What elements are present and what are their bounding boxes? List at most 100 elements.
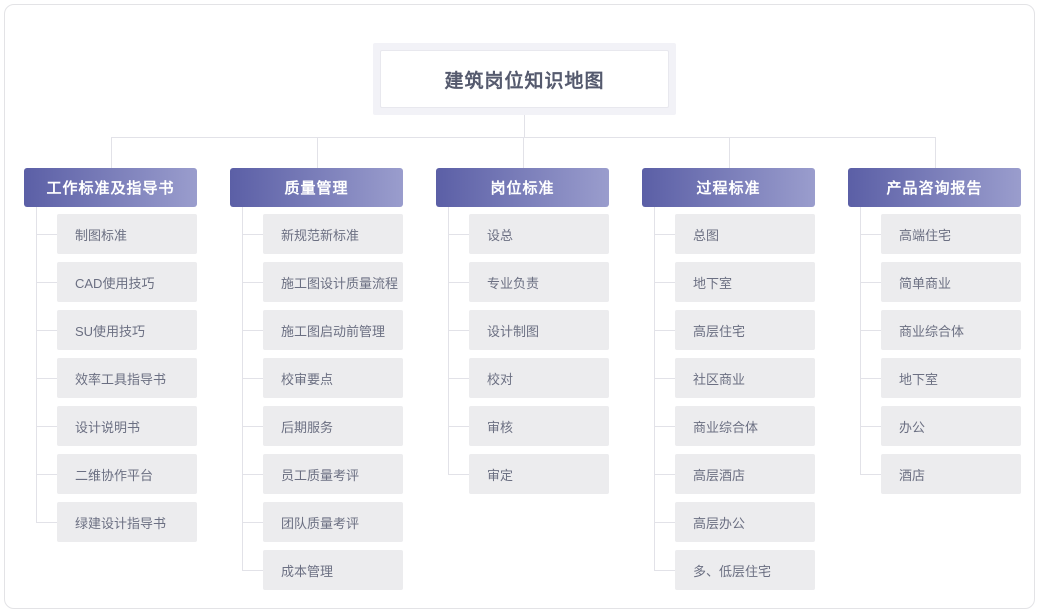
connector-branch-drop: [316, 137, 318, 168]
connector-leaf-stub: [654, 522, 675, 523]
connector-branch-drop: [110, 137, 112, 168]
branch-header-1[interactable]: 工作标准及指导书: [24, 168, 197, 207]
leaf-node-label: 设计制图: [487, 323, 540, 339]
leaf-node-label: 设总: [487, 227, 514, 243]
leaf-node[interactable]: CAD使用技巧: [57, 262, 197, 302]
connector-leaf-stub: [860, 282, 881, 283]
connector-leaf-stub: [242, 426, 263, 427]
leaf-node[interactable]: 酒店: [881, 454, 1021, 494]
leaf-node[interactable]: 效率工具指导书: [57, 358, 197, 398]
connector-leaf-stub: [448, 282, 469, 283]
leaf-node[interactable]: 审定: [469, 454, 609, 494]
leaf-node-label: CAD使用技巧: [75, 275, 155, 291]
connector-leaf-stub: [36, 426, 57, 427]
leaf-node[interactable]: 高层办公: [675, 502, 815, 542]
leaf-node[interactable]: 绿建设计指导书: [57, 502, 197, 542]
leaf-node-label: 高层住宅: [693, 323, 746, 339]
leaf-node[interactable]: 团队质量考评: [263, 502, 403, 542]
leaf-node[interactable]: 二维协作平台: [57, 454, 197, 494]
branch-header-2[interactable]: 质量管理: [230, 168, 403, 207]
connector-leaf-stub: [242, 474, 263, 475]
branch-header-label: 岗位标准: [490, 180, 555, 197]
connector-spine: [448, 207, 449, 474]
leaf-node[interactable]: SU使用技巧: [57, 310, 197, 350]
leaf-node[interactable]: 办公: [881, 406, 1021, 446]
leaf-node-label: 二维协作平台: [75, 467, 154, 483]
leaf-node[interactable]: 专业负责: [469, 262, 609, 302]
leaf-node-label: 总图: [693, 227, 720, 243]
leaf-node[interactable]: 商业综合体: [675, 406, 815, 446]
leaf-node[interactable]: 简单商业: [881, 262, 1021, 302]
leaf-node[interactable]: 制图标准: [57, 214, 197, 254]
leaf-node-label: 绿建设计指导书: [75, 515, 167, 531]
connector-leaf-stub: [448, 330, 469, 331]
leaf-node[interactable]: 成本管理: [263, 550, 403, 590]
leaf-node[interactable]: 地下室: [881, 358, 1021, 398]
leaf-node-label: 成本管理: [281, 563, 334, 579]
leaf-node-label: 地下室: [899, 371, 939, 387]
leaf-node-label: 校对: [487, 371, 514, 387]
leaf-node-label: 审核: [487, 419, 514, 435]
leaf-node-label: 审定: [487, 467, 514, 483]
leaf-node-label: SU使用技巧: [75, 323, 146, 339]
connector-leaf-stub: [654, 282, 675, 283]
leaf-node-label: 团队质量考评: [281, 515, 360, 531]
leaf-node-label: 新规范新标准: [281, 227, 360, 243]
leaf-node[interactable]: 商业综合体: [881, 310, 1021, 350]
leaf-node-label: 社区商业: [693, 371, 746, 387]
leaf-node[interactable]: 设计说明书: [57, 406, 197, 446]
leaf-node[interactable]: 设总: [469, 214, 609, 254]
connector-leaf-stub: [860, 474, 881, 475]
branch-header-5[interactable]: 产品咨询报告: [848, 168, 1021, 207]
connector-leaf-stub: [242, 570, 263, 571]
leaf-node-label: 地下室: [693, 275, 733, 291]
connector-leaf-stub: [242, 282, 263, 283]
leaf-node[interactable]: 高端住宅: [881, 214, 1021, 254]
connector-leaf-stub: [654, 426, 675, 427]
connector-leaf-stub: [36, 282, 57, 283]
leaf-node[interactable]: 社区商业: [675, 358, 815, 398]
leaf-node-label: 施工图设计质量流程: [281, 275, 399, 291]
connector-spine: [860, 207, 861, 474]
leaf-node-label: 设计说明书: [75, 419, 141, 435]
leaf-node[interactable]: 后期服务: [263, 406, 403, 446]
leaf-node[interactable]: 多、低层住宅: [675, 550, 815, 590]
connector-root-stem: [524, 115, 525, 137]
leaf-node[interactable]: 施工图启动前管理: [263, 310, 403, 350]
connector-leaf-stub: [36, 330, 57, 331]
leaf-node[interactable]: 设计制图: [469, 310, 609, 350]
leaf-node-label: 效率工具指导书: [75, 371, 167, 387]
connector-spine: [242, 207, 243, 570]
leaf-node[interactable]: 员工质量考评: [263, 454, 403, 494]
connector-leaf-stub: [242, 378, 263, 379]
leaf-node-label: 酒店: [899, 467, 926, 483]
leaf-node-label: 简单商业: [899, 275, 952, 291]
connector-leaf-stub: [860, 378, 881, 379]
connector-spine: [654, 207, 655, 570]
leaf-node[interactable]: 校对: [469, 358, 609, 398]
branch-header-4[interactable]: 过程标准: [642, 168, 815, 207]
leaf-node[interactable]: 新规范新标准: [263, 214, 403, 254]
connector-leaf-stub: [448, 426, 469, 427]
leaf-node[interactable]: 高层酒店: [675, 454, 815, 494]
branch-header-label: 工作标准及指导书: [46, 180, 175, 197]
connector-leaf-stub: [654, 330, 675, 331]
connector-leaf-stub: [654, 474, 675, 475]
leaf-node-label: 专业负责: [487, 275, 540, 291]
leaf-node[interactable]: 校审要点: [263, 358, 403, 398]
root-node[interactable]: 建筑岗位知识地图: [380, 50, 669, 108]
connector-leaf-stub: [654, 570, 675, 571]
knowledge-map-canvas: 建筑岗位知识地图 工作标准及指导书制图标准 CAD使用技巧 SU使用技巧效率工具指导…: [4, 4, 1035, 609]
connector-leaf-stub: [860, 426, 881, 427]
leaf-node[interactable]: 审核: [469, 406, 609, 446]
leaf-node[interactable]: 高层住宅: [675, 310, 815, 350]
leaf-node-label: 员工质量考评: [281, 467, 360, 483]
leaf-node[interactable]: 地下室: [675, 262, 815, 302]
leaf-node[interactable]: 总图: [675, 214, 815, 254]
connector-leaf-stub: [242, 330, 263, 331]
leaf-node[interactable]: 施工图设计质量流程: [263, 262, 403, 302]
connector-leaf-stub: [448, 234, 469, 235]
connector-leaf-stub: [242, 234, 263, 235]
page-title: 建筑岗位知识地图: [444, 70, 605, 92]
branch-header-3[interactable]: 岗位标准: [436, 168, 609, 207]
